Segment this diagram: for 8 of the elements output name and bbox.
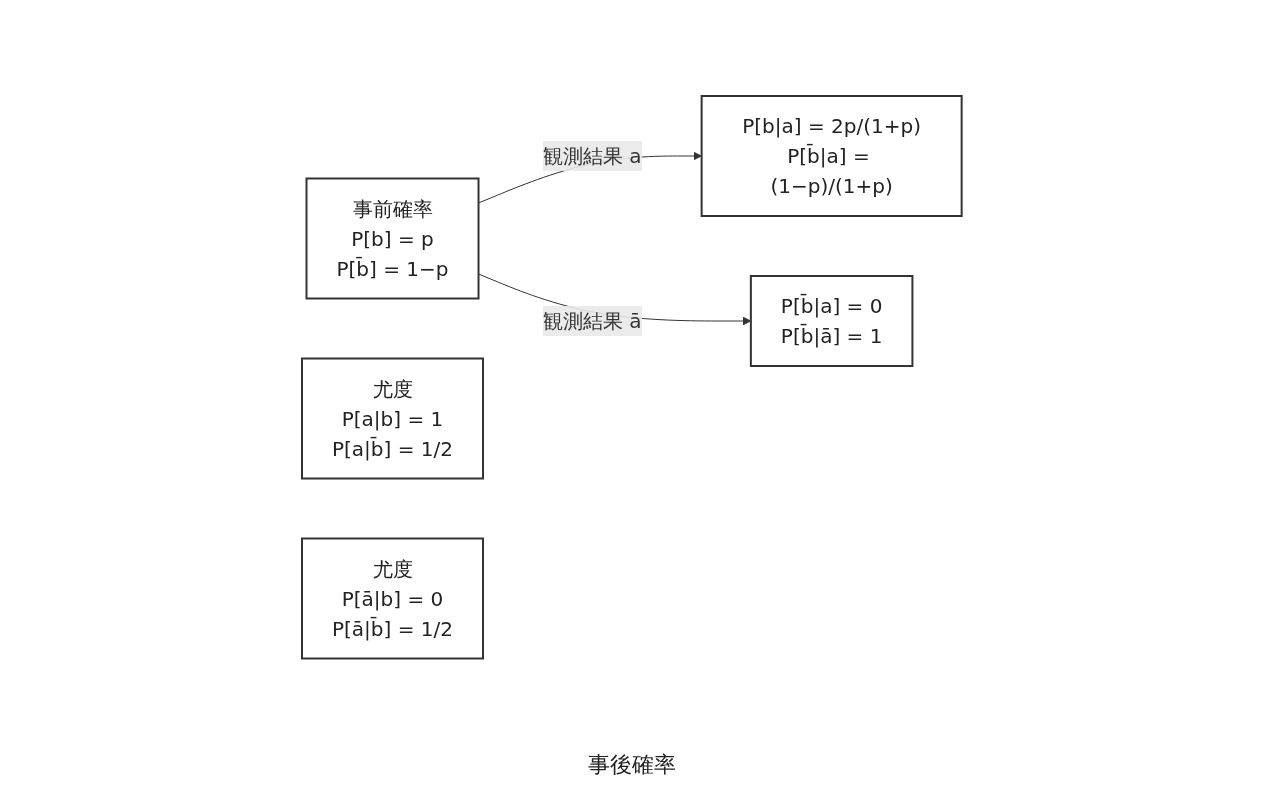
edge-label: 観測結果 a xyxy=(543,143,642,168)
posterior-heading: 事後確率 xyxy=(588,752,676,777)
node-box: 尤度 P[a|b] = 1 P[a|b̄] = 1/2 xyxy=(301,357,485,480)
node-box: 事前確率 P[b] = p P[b̄] = 1−p xyxy=(305,177,480,300)
node-box: P[b|a] = 2p/(1+p) P[b̄|a] = (1−p)/(1+p) xyxy=(700,94,963,217)
node-box: P[b̄|a] = 0 P[b̄|ā] = 1 xyxy=(750,274,914,367)
node-box: 尤度 P[ā|b] = 0 P[ā|b̄] = 1/2 xyxy=(301,537,485,660)
edge-label: 観測結果 ā xyxy=(543,308,642,333)
